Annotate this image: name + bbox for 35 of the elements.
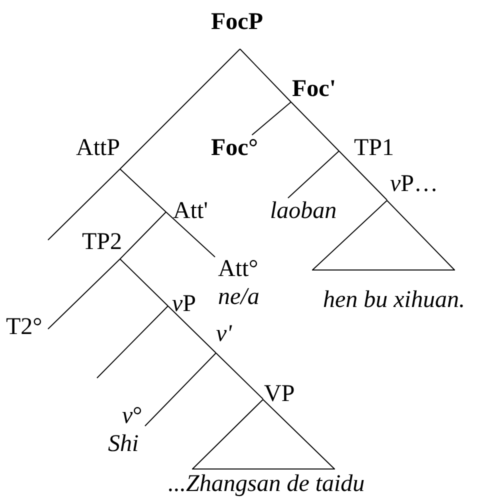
tree-branch	[288, 150, 340, 198]
node-label: Att'	[173, 199, 208, 223]
tree-branch	[120, 48, 240, 170]
tree-branch	[96, 306, 168, 378]
node-label: TP1	[354, 136, 394, 160]
node-label: Foc°	[211, 136, 258, 160]
tree-branch	[290, 102, 340, 152]
tree-branch	[216, 352, 264, 400]
node-label: hen bu xihuan.	[323, 288, 465, 312]
tree-branch	[338, 150, 388, 200]
node-label: ...Zhangsan de taidu	[168, 472, 365, 496]
node-label: T2°	[6, 315, 42, 339]
tree-branch	[120, 212, 166, 260]
node-label: Foc'	[292, 77, 336, 101]
tree-branch	[168, 306, 216, 354]
tree-branch	[48, 258, 120, 330]
node-label: AttP	[76, 136, 120, 160]
tree-branch	[120, 168, 166, 212]
node-label: TP2	[82, 230, 122, 254]
lexical-item: Shi	[108, 432, 139, 456]
node-label: Att°	[218, 257, 258, 281]
node-label: vP…	[390, 172, 438, 196]
tree-branch	[252, 102, 292, 136]
node-label: FocP	[211, 10, 263, 34]
tree-branch	[144, 352, 216, 426]
node-label: v°	[122, 404, 142, 428]
lexical-item: ne/a	[218, 285, 260, 309]
tree-branch	[240, 48, 292, 102]
node-label: VP	[264, 382, 295, 406]
node-label: laoban	[270, 199, 337, 223]
tree-branch	[120, 258, 168, 306]
tree-branch	[166, 212, 216, 258]
tree-branch	[48, 168, 120, 240]
node-label: v'	[216, 322, 232, 346]
node-label: vP	[172, 292, 196, 316]
